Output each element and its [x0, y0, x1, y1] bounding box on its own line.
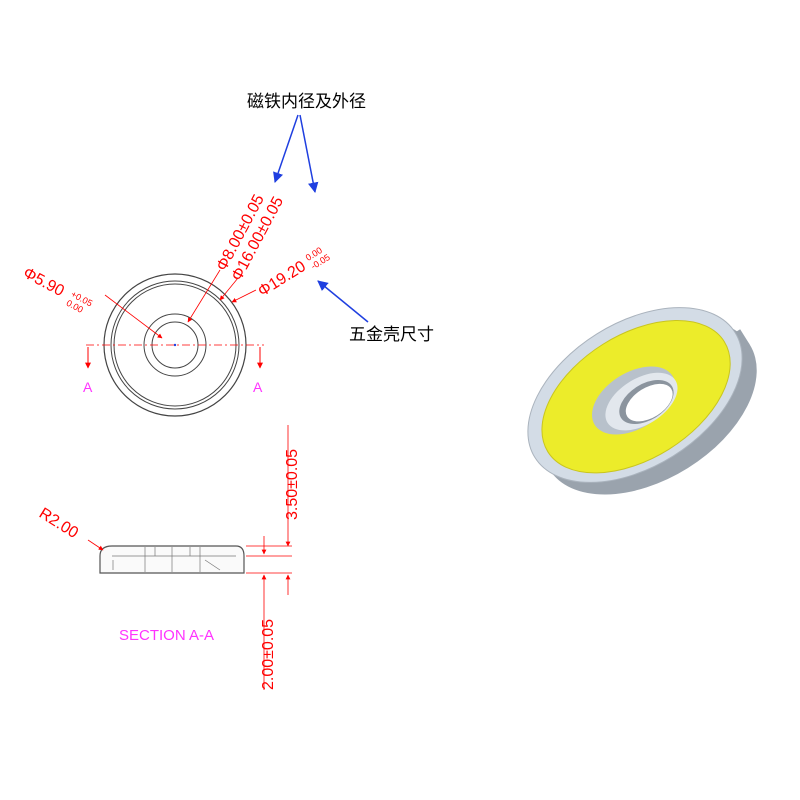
- dim-hole-diameter: Φ5.90 +0.05 0.00: [20, 265, 94, 315]
- leader-radius: [87, 539, 104, 551]
- through-hole-opening: [625, 383, 673, 422]
- leader-d-shell-outer: [231, 289, 257, 303]
- callout-arrow-magnet-inner: [273, 114, 299, 183]
- section-title: SECTION A-A: [119, 627, 214, 644]
- section-marker-left: A: [83, 379, 93, 395]
- svg-text:Φ19.20: Φ19.20: [255, 258, 309, 300]
- callout-arrow-magnet-outer: [299, 114, 319, 194]
- dim-radius: R2.00: [36, 505, 81, 542]
- top-view: A A: [83, 269, 264, 417]
- part-3d-render: [527, 307, 757, 495]
- dim-total-height: 3.50±0.05: [284, 449, 301, 520]
- center-point: [173, 343, 177, 347]
- callout-magnet-diameters: 磁铁内径及外径: [247, 92, 366, 111]
- dim-shell-outer-diameter: Φ19.20 0.00 -0.05: [255, 245, 332, 300]
- svg-text:Φ5.90: Φ5.90: [20, 265, 67, 301]
- section-view: R2.00 3.50±0.05 2.00±0.05 SECTION A-A: [36, 425, 301, 690]
- shell-inner-circle: [110, 280, 240, 410]
- section-marker-right: A: [253, 379, 263, 395]
- leader-d-magnet-inner: [187, 269, 221, 323]
- leader-d-hole: [104, 294, 163, 339]
- callout-shell-size: 五金壳尺寸: [349, 325, 434, 344]
- dim-magnet-height: 2.00±0.05: [260, 619, 277, 690]
- leader-d-magnet-outer: [219, 277, 239, 301]
- section-hidden-6: [204, 559, 221, 571]
- callout-arrow-shell: [317, 280, 369, 323]
